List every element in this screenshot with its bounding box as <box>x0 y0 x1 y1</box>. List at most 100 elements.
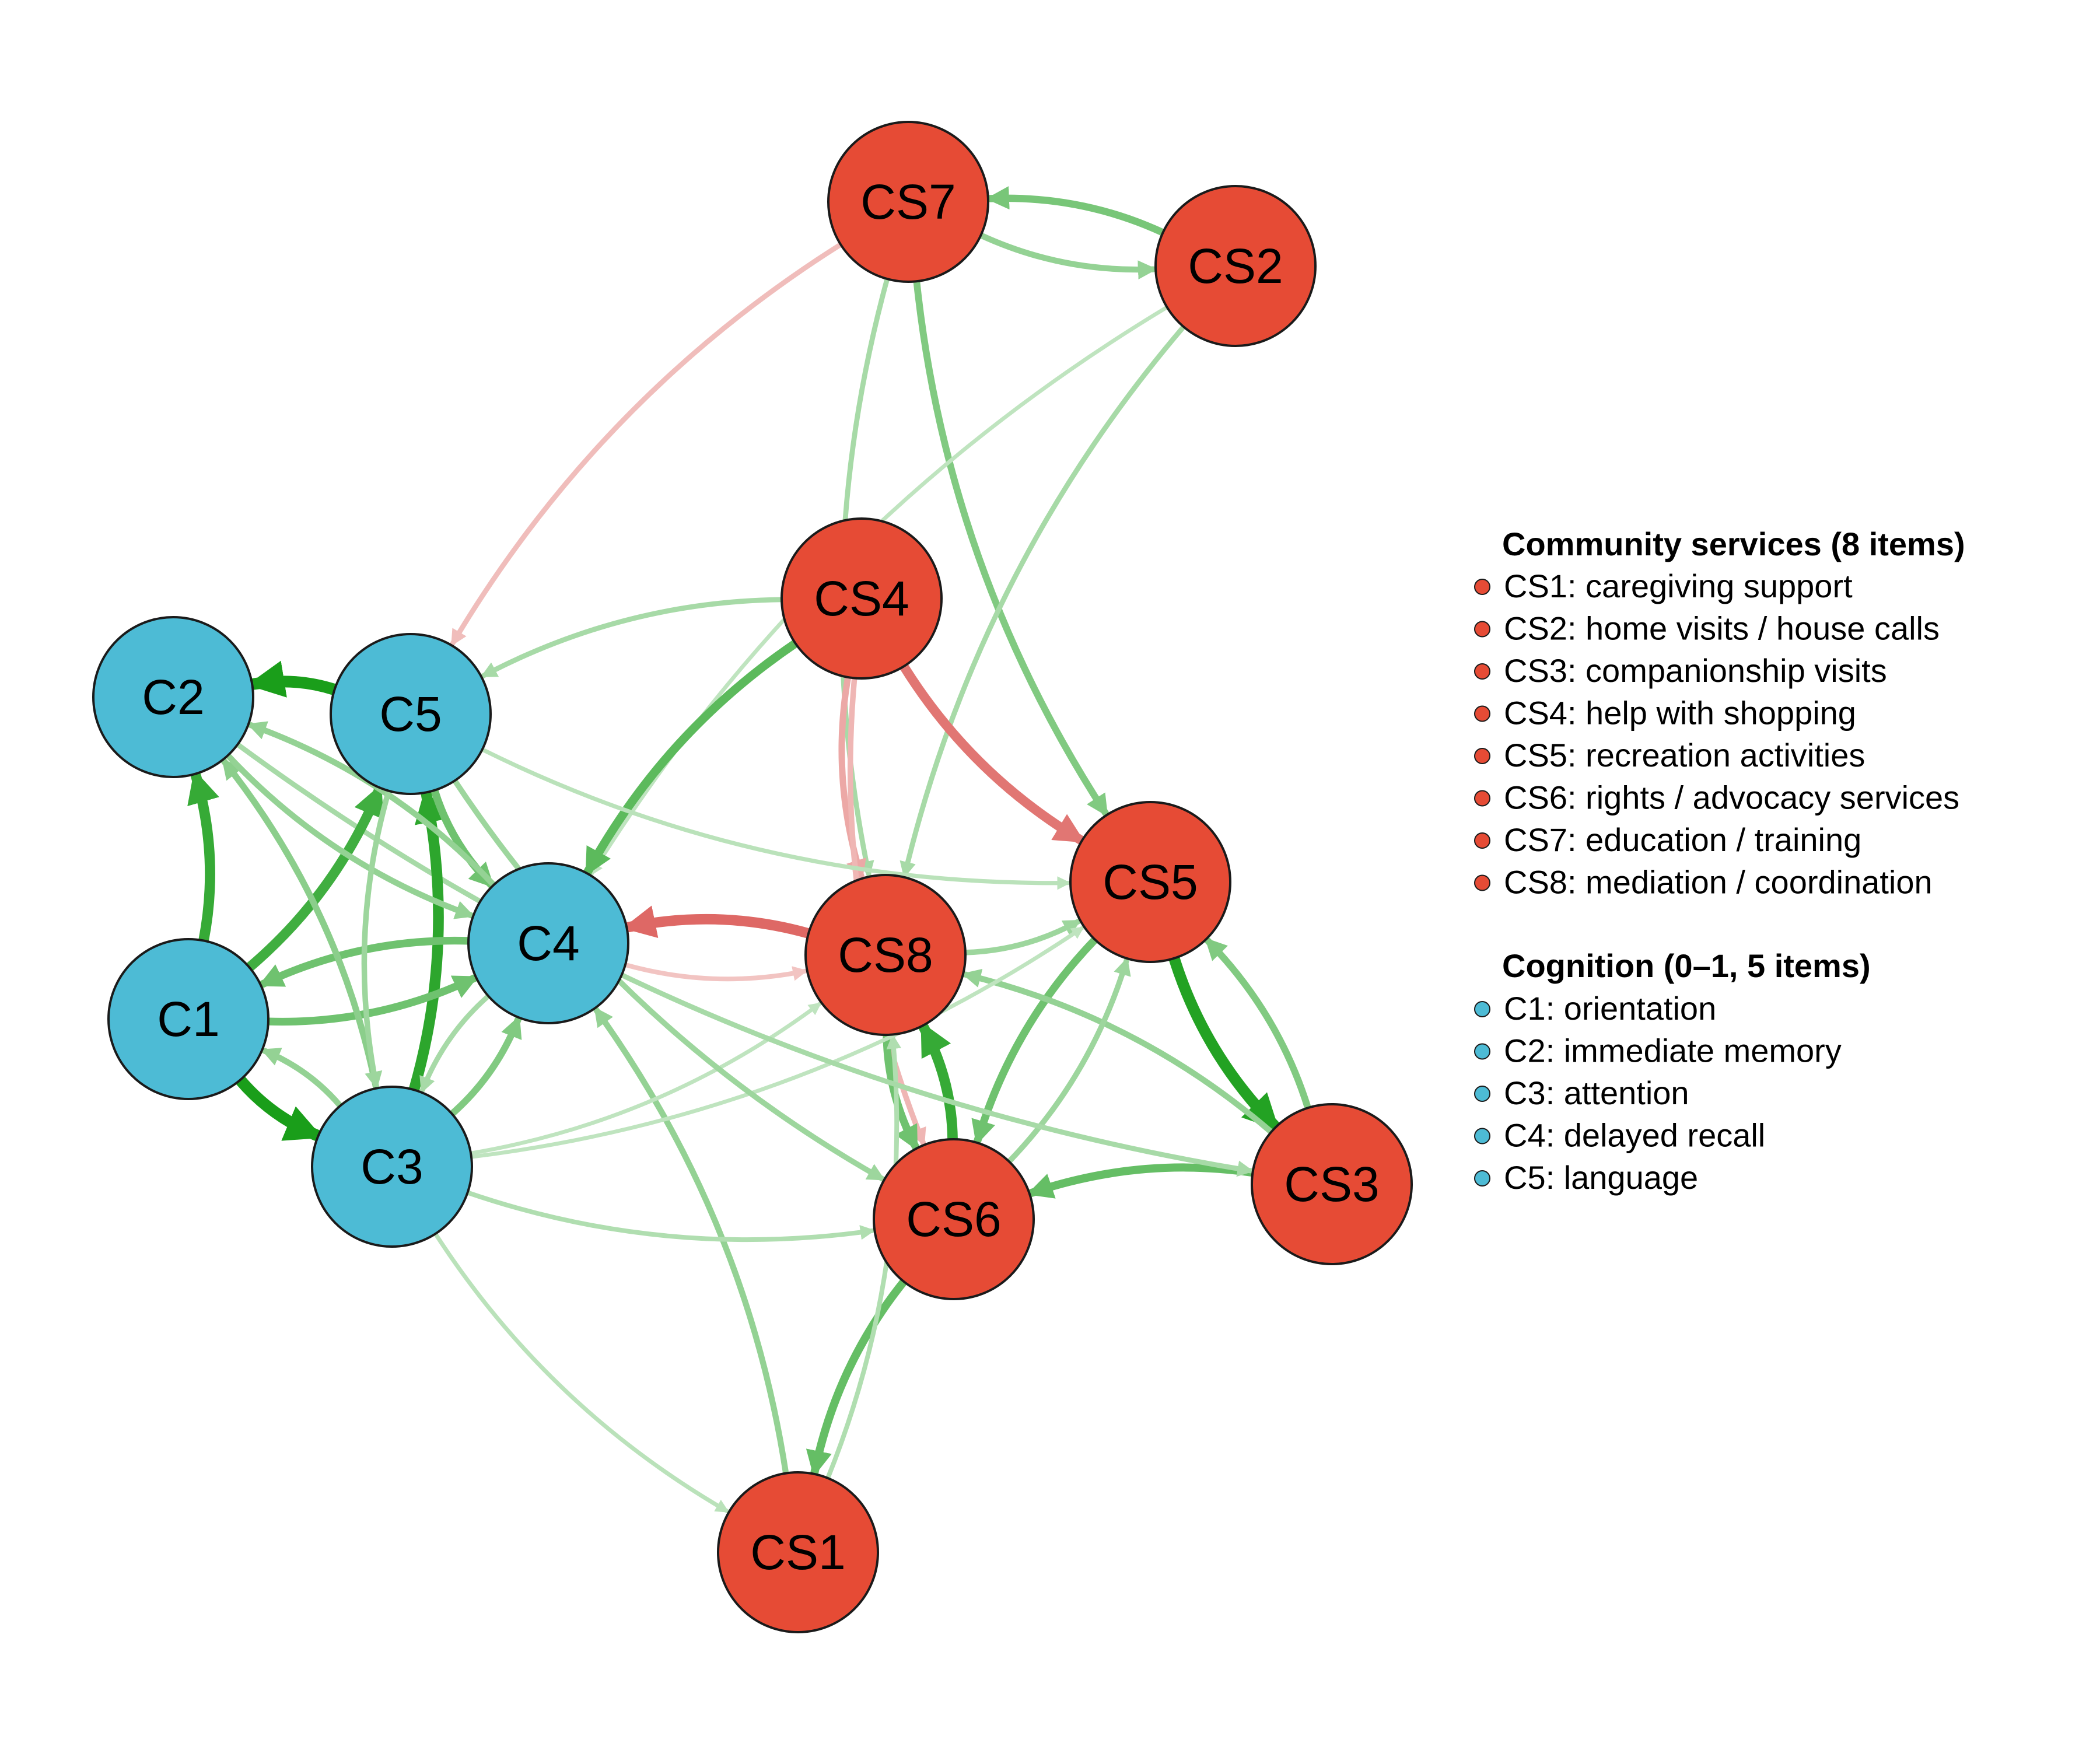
edge-C1-to-C4 <box>264 974 479 1026</box>
legend-title-cognition: Cognition (0–1, 5 items) <box>1502 947 1871 984</box>
edge-CS3-to-CS8 <box>961 968 1275 1135</box>
legend-title-community: Community services (8 items) <box>1502 526 1965 562</box>
node-C2-circle <box>92 616 254 778</box>
node-C1: C1 <box>107 938 270 1100</box>
community-legend-dot <box>1474 790 1490 807</box>
community-legend-dot <box>1474 874 1490 891</box>
edge-CS3-to-CS5 <box>1204 937 1312 1112</box>
edge-C5-to-CS5 <box>480 747 1071 890</box>
node-CS8-label: CS8 <box>838 928 933 982</box>
edge-C1-to-C3 <box>234 1074 323 1141</box>
cognition-legend-dot <box>1474 1170 1490 1186</box>
edges-layer <box>187 186 1312 1513</box>
edge-C4-to-C2 <box>247 721 497 888</box>
edge-CS2-to-CS7 <box>985 186 1167 236</box>
edge-C3-to-C2 <box>221 758 380 1092</box>
cognition-legend-item: C1: orientation <box>1504 990 1716 1027</box>
node-CS3: CS3 <box>1251 1103 1413 1265</box>
community-legend-dot <box>1474 705 1490 722</box>
node-C5-label: C5 <box>379 687 442 741</box>
node-CS2-label: CS2 <box>1188 239 1283 293</box>
community-legend-dot <box>1474 663 1490 680</box>
node-CS4-circle <box>780 517 943 680</box>
node-C4: C4 <box>467 862 629 1024</box>
edge-CS4-to-C5 <box>480 597 785 678</box>
community-legend-item: CS1: caregiving support <box>1504 568 1853 604</box>
node-CS4-label: CS4 <box>814 571 909 626</box>
node-C1-label: C1 <box>157 992 219 1046</box>
community-legend-item: CS2: home visits / house calls <box>1504 610 1940 647</box>
edge-CS5-to-CS3 <box>1168 953 1280 1131</box>
edge-CS2-to-CS8 <box>900 324 1186 878</box>
node-CS2: CS2 <box>1154 185 1317 347</box>
node-CS8-circle <box>804 874 967 1036</box>
edge-C5-to-C3 <box>361 788 392 1090</box>
legend: Community services (8 items) CS1: caregi… <box>1474 526 1965 1196</box>
edge-CS8-to-C4 <box>622 905 814 939</box>
community-legend-dot <box>1474 748 1490 764</box>
edge-CS7-to-C5 <box>450 242 844 646</box>
cognition-legend-dot <box>1474 1128 1490 1144</box>
edge-C3-to-C4 <box>448 1016 522 1118</box>
node-CS1-circle <box>717 1471 879 1633</box>
node-CS7-label: CS7 <box>860 174 956 229</box>
node-CS8: CS8 <box>804 874 967 1036</box>
node-C4-label: C4 <box>517 916 579 971</box>
edge-CS6-to-CS8 <box>918 1021 958 1144</box>
edge-CS7-to-CS2 <box>978 232 1157 279</box>
cognition-legend-item: C4: delayed recall <box>1504 1117 1765 1154</box>
edge-CS1-to-C4 <box>593 1007 789 1476</box>
community-legend-item: CS3: companionship visits <box>1504 652 1887 689</box>
community-legend-item: CS5: recreation activities <box>1504 737 1865 774</box>
edge-C3-to-CS8 <box>468 1002 822 1156</box>
edge-C4-to-CS8 <box>622 962 808 982</box>
node-CS1-label: CS1 <box>750 1525 845 1580</box>
edge-C3-to-CS1 <box>433 1231 730 1513</box>
node-C4-circle <box>467 862 629 1024</box>
node-C5: C5 <box>330 633 492 795</box>
edge-CS8-to-CS5 <box>963 919 1082 956</box>
node-C1-circle <box>107 938 270 1100</box>
node-CS6: CS6 <box>873 1138 1035 1300</box>
cognition-legend-item: C2: immediate memory <box>1504 1032 1842 1069</box>
node-C2: C2 <box>92 616 254 778</box>
edge-CS5-to-CS6 <box>971 936 1099 1146</box>
edge-CS4-to-C4 <box>583 639 800 876</box>
community-legend-dot <box>1474 621 1490 638</box>
node-CS7-circle <box>827 121 989 283</box>
edge-C3-to-C1 <box>261 1048 344 1109</box>
community-legend-item: CS7: education / training <box>1504 821 1861 858</box>
node-CS7: CS7 <box>827 121 989 283</box>
edge-C3-to-CS6 <box>465 1190 876 1242</box>
edge-CS6-to-CS1 <box>806 1277 908 1477</box>
cognition-legend-item: C5: language <box>1504 1159 1698 1196</box>
edge-C1-to-C2 <box>187 769 219 946</box>
node-C5-circle <box>330 633 492 795</box>
community-legend-dot <box>1474 579 1490 595</box>
node-CS6-circle <box>873 1138 1035 1300</box>
node-C3-circle <box>311 1086 473 1248</box>
cognition-legend-dot <box>1474 1086 1490 1102</box>
edge-CS7-to-CS5 <box>913 278 1110 817</box>
node-CS2-circle <box>1154 185 1317 347</box>
node-CS3-label: CS3 <box>1284 1157 1379 1212</box>
node-C2-label: C2 <box>142 670 204 724</box>
node-CS5: CS5 <box>1069 801 1231 963</box>
edge-C3-to-CS5 <box>469 926 1084 1159</box>
node-CS5-label: CS5 <box>1102 855 1198 909</box>
node-C3-label: C3 <box>360 1139 423 1194</box>
cognition-legend-dot <box>1474 1001 1490 1017</box>
edge-C4-to-C3 <box>419 993 491 1094</box>
edge-CS4-to-CS5 <box>899 662 1086 845</box>
edge-C2-to-C4 <box>225 752 475 919</box>
community-legend-dot <box>1474 832 1490 849</box>
community-legend-item: CS4: help with shopping <box>1504 695 1856 732</box>
node-C3: C3 <box>311 1086 473 1248</box>
node-CS3-circle <box>1251 1103 1413 1265</box>
cognition-legend-dot <box>1474 1043 1490 1060</box>
edge-CS6-to-CS5 <box>1006 957 1131 1164</box>
